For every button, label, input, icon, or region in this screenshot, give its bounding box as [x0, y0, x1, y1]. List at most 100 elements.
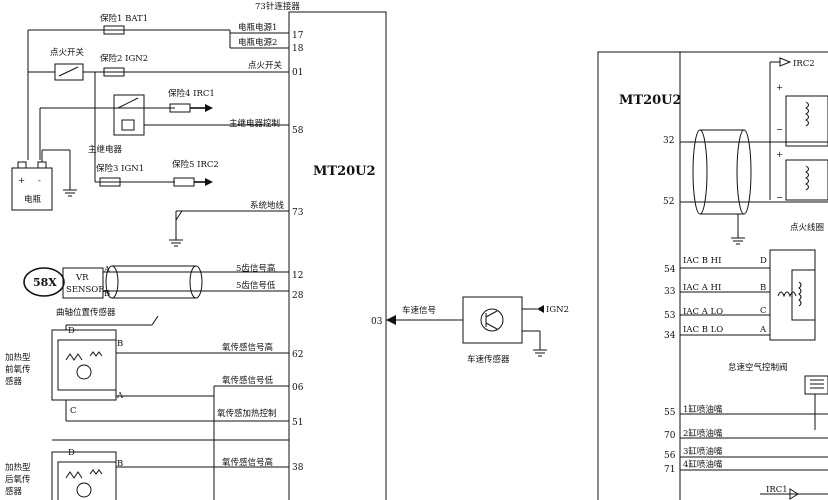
front-o2-caption-3: 感器 — [5, 376, 23, 387]
iac-pin-b: B — [760, 283, 766, 293]
speed-signal-arrow — [386, 315, 396, 325]
pin-label-17: 电瓶电源1 — [238, 22, 277, 33]
front-o2-sensor: 加热型 前氧传 感器 D B A C — [5, 315, 289, 500]
pin-58: 58 — [292, 126, 304, 136]
pin-label-51: 氧传感加热控制 — [217, 408, 277, 419]
rear-o2-body — [51, 451, 117, 500]
ground-icon — [169, 239, 183, 247]
pin-label-06: 氧传感信号低 — [222, 375, 274, 386]
injector-4-label: 4缸喷油嘴 — [683, 459, 723, 470]
crank-sensor-type-2: SENSOR — [66, 285, 105, 295]
ignition-switch-label: 点火开关 — [50, 47, 85, 58]
iac-pin-c: C — [760, 306, 767, 316]
power-circuit: 保险1 BAT1 点火开关 保险2 IGN2 主继电器 保险4 IRC1 保险3… — [11, 13, 289, 211]
rear-o2-pin-b: B — [117, 459, 123, 469]
iac-caption: 怠速空气控制阀 — [728, 362, 788, 373]
front-o2-caption-1: 加热型 — [5, 352, 31, 363]
speed-sensor-caption: 车速传感器 — [467, 354, 510, 365]
pin-03: 03 — [371, 317, 383, 327]
rear-o2-caption-3: 感器 — [5, 486, 23, 497]
pin-label-12: 5齿信号高 — [236, 263, 275, 274]
ignition-coil-label: 点火线圈 — [790, 222, 824, 233]
shield-end — [189, 265, 203, 299]
front-o2-caption-2: 前氧传 — [5, 364, 31, 375]
left-ecu-pin-numbers: 17 18 01 58 73 12 28 62 06 51 38 03 — [292, 31, 383, 473]
right-pin-56: 56 — [664, 451, 676, 461]
battery-label: 电瓶 — [24, 194, 42, 205]
left-ecu-pin-labels: 电瓶电源1 电瓶电源2 点火开关 主继电器控制 系统地线 5齿信号高 5齿信号低… — [217, 22, 289, 468]
rear-o2-pin-d: D — [68, 448, 75, 458]
right-ecu-name: MT20U2 — [619, 93, 682, 108]
pin-12: 12 — [292, 271, 303, 281]
coil-1 — [785, 95, 828, 147]
fuse-3 — [99, 177, 121, 187]
crank-sensor-body — [62, 267, 104, 299]
main-relay — [113, 94, 145, 136]
injector-3-label: 3缸喷油嘴 — [683, 446, 723, 457]
pin-label-58: 主继电器控制 — [229, 118, 280, 129]
crank-sensor-teeth: 58X — [33, 276, 57, 289]
coil-2 — [785, 159, 828, 201]
coil-minus-2: − — [776, 193, 783, 203]
pin-label-18: 电瓶电源2 — [238, 37, 277, 48]
battery-plus: + — [18, 176, 25, 186]
pin-label-62: 氧传感信号高 — [222, 342, 273, 353]
shield-start — [105, 265, 119, 299]
coil-shield-start — [692, 129, 708, 215]
irc2-arrow — [779, 57, 792, 67]
injector-1-label: 1缸喷油嘴 — [683, 404, 723, 415]
pin-38: 38 — [292, 463, 304, 473]
right-pin-34: 34 — [664, 331, 676, 341]
pin-label-73: 系统地线 — [250, 200, 285, 211]
right-ecu-box — [597, 51, 828, 500]
pin-73: 73 — [292, 208, 304, 218]
right-pin-33: 33 — [664, 287, 676, 297]
coil-shield-end — [736, 129, 752, 215]
right-ecu: MT20U2 32 52 IRC2 + + − − 点火线圈 54 33 5 — [597, 51, 828, 500]
front-o2-pin-c: C — [70, 406, 77, 416]
rear-o2-sensor: 加热型 后氧传 感器 D B — [5, 439, 289, 500]
speed-sensor-body — [462, 296, 523, 344]
iac-winding — [777, 291, 797, 298]
fuse-5 — [173, 177, 195, 187]
speed-sensor-supply: IGN2 — [546, 305, 569, 315]
pin-62: 62 — [292, 350, 303, 360]
coil-plus-2: + — [776, 150, 783, 160]
ignition-switch — [54, 63, 84, 81]
right-pin-53: 53 — [664, 311, 676, 321]
speed-signal-label: 车速信号 — [402, 305, 436, 316]
battery-minus: - — [38, 176, 41, 186]
crank-sensor-type-1: VR — [75, 273, 89, 283]
pin-label-01: 点火开关 — [248, 60, 283, 71]
pin-label-28: 5齿信号低 — [236, 280, 276, 291]
crank-pin-a: A — [103, 265, 111, 275]
right-pin-70: 70 — [664, 431, 676, 441]
ground-icon — [63, 189, 77, 197]
front-o2-element-icon — [76, 364, 92, 380]
right-pin-54: 54 — [664, 265, 676, 275]
system-ground — [169, 210, 289, 247]
irc1-arrow — [789, 488, 799, 500]
right-pin-71: 71 — [664, 465, 675, 475]
left-ecu: 73针连接器 MT20U2 — [255, 1, 387, 500]
injector-2-label: 2缸喷油嘴 — [683, 428, 723, 439]
iac-pin-d: D — [760, 256, 767, 266]
fuse-2-label: 保险2 IGN2 — [100, 53, 148, 64]
crank-pin-b: B — [104, 289, 110, 299]
irc1-label: IRC1 — [766, 485, 788, 495]
fuse-5-label: 保险5 IRC2 — [172, 159, 219, 170]
speed-sensor: 车速信号 IGN2 车速传感器 — [386, 296, 569, 365]
rear-o2-caption-1: 加热型 — [5, 462, 31, 473]
coil-2-winding — [805, 165, 809, 191]
coil-1-winding — [805, 101, 809, 127]
fuse-4-arrow — [205, 104, 213, 112]
front-o2-pin-d: D — [68, 326, 75, 336]
fuse-1 — [103, 25, 125, 35]
rear-o2-caption-2: 后氧传 — [5, 474, 31, 485]
pin-label-38: 氧传感信号高 — [222, 457, 273, 468]
fuse-5-arrow — [205, 178, 213, 186]
pin-06: 06 — [292, 383, 304, 393]
fuse-2 — [103, 67, 125, 77]
crank-sensor-wheel — [23, 267, 65, 297]
fuse-3-label: 保险3 IGN1 — [96, 163, 144, 174]
